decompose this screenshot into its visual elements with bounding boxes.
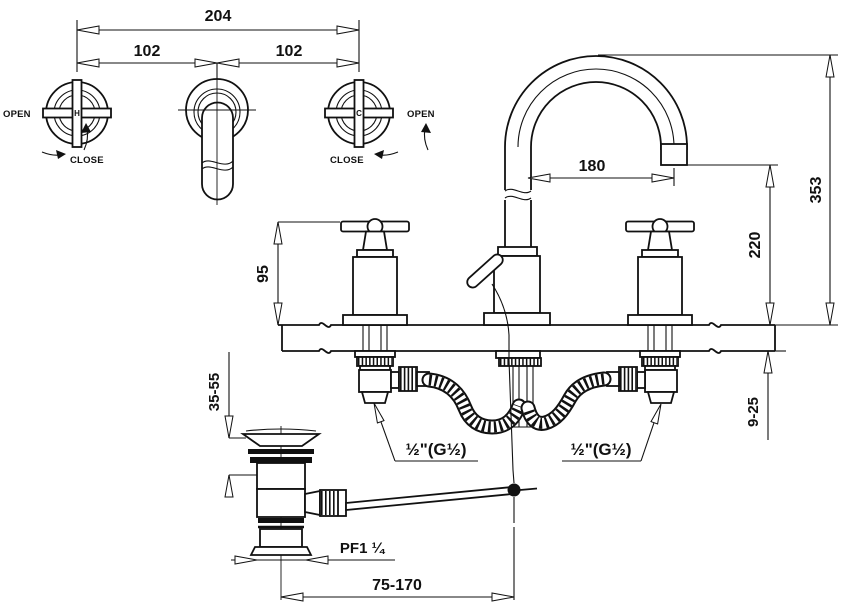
cold-letter: C [356, 109, 362, 118]
dim-spout-height-label: 220 [747, 232, 764, 259]
dimension-204: 204 [76, 8, 360, 72]
center-spout-plan [178, 76, 256, 205]
dimension-180: 180 [527, 158, 675, 186]
right-valve-elevation [606, 218, 695, 404]
supply-left-label: ½"(G½) [406, 440, 467, 459]
dim-right-spacing-label: 102 [276, 43, 303, 60]
left-handle-plan: H [42, 79, 112, 148]
dimension-9-25: 9-25 [745, 350, 773, 440]
close-label-left: CLOSE [70, 155, 104, 166]
left-supply-hose [421, 372, 527, 435]
left-valve-elevation [340, 218, 430, 404]
supply-callout-right: ½"(G½) [562, 403, 662, 462]
open-label-right: OPEN [407, 109, 435, 120]
dimension-drain-thread: PF1 ¼ [231, 540, 395, 565]
dimension-35-55: 35-55 [206, 352, 257, 498]
supply-right-label: ½"(G½) [571, 440, 632, 459]
drain-popup-assembly [240, 426, 347, 600]
dim-handle-height-label: 95 [255, 265, 272, 283]
drain-thread-label: PF1 ¼ [340, 540, 386, 557]
dim-rod-adjust-label: 75-170 [372, 577, 422, 594]
right-open-close: OPEN CLOSE [330, 109, 435, 166]
dim-drain-flange-label: 35-55 [206, 373, 223, 411]
dimension-95: 95 [255, 221, 340, 326]
left-open-close: OPEN CLOSE [3, 109, 104, 166]
side-view: 95 180 353 220 [206, 54, 838, 602]
open-label-left: OPEN [3, 109, 31, 120]
lift-rod [491, 283, 521, 523]
top-view: 204 102 102 H OPEN CLOSE [3, 8, 435, 205]
dim-spout-reach-label: 180 [579, 158, 606, 175]
hot-letter: H [74, 109, 80, 118]
close-label-right: CLOSE [330, 155, 364, 166]
dim-total-height-label: 353 [808, 177, 825, 204]
right-supply-hose [520, 371, 612, 431]
supply-hoses [421, 371, 612, 435]
dimension-75-170: 75-170 [280, 527, 515, 602]
dim-deck-thickness-label: 9-25 [745, 397, 762, 427]
right-handle-plan: C [324, 79, 394, 148]
dim-total-width-label: 204 [205, 8, 232, 25]
lift-rod-ball-joint [507, 483, 521, 497]
dimension-353: 353 [598, 54, 838, 326]
dimension-220: 220 [687, 164, 778, 326]
supply-callout-left: ½"(G½) [373, 402, 478, 462]
dimension-102-pair: 102 102 [76, 43, 360, 79]
spout-assembly [466, 55, 688, 428]
mounting-deck [278, 322, 838, 354]
lift-rod-knob [466, 253, 504, 289]
dim-left-spacing-label: 102 [134, 43, 161, 60]
